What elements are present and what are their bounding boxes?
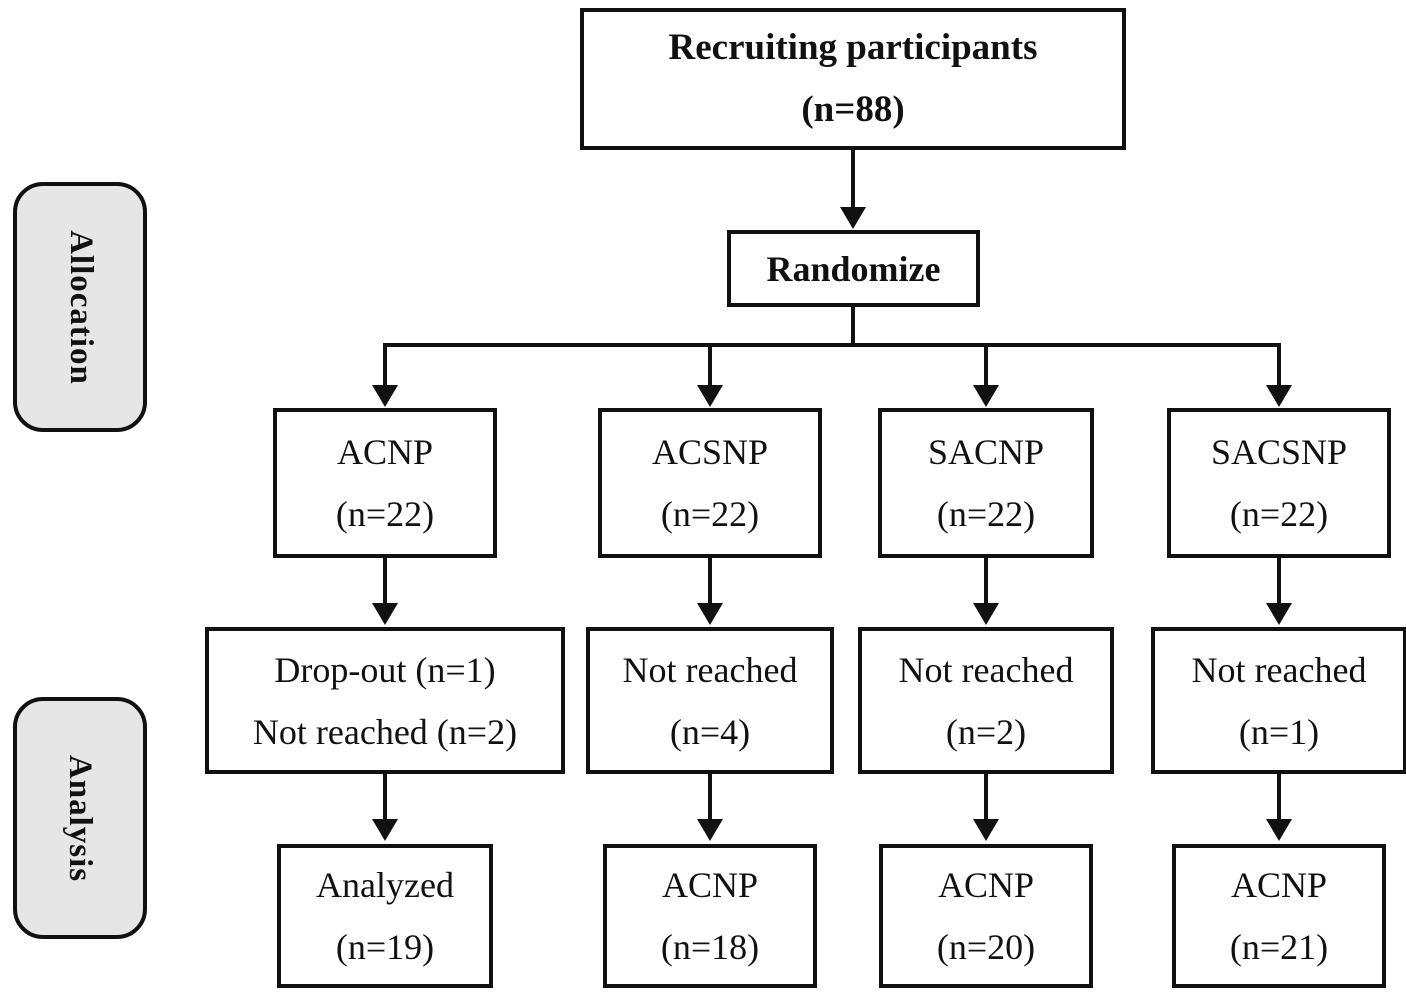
box-sacsnp-line2: (n=22) [1229, 494, 1329, 534]
box-acsnp-line1: ACSNP [651, 432, 769, 472]
box-exclusion-2: Not reached (n=4) [586, 627, 834, 774]
box-exclusion-1-line1: Drop-out (n=1) [274, 649, 496, 690]
arrowhead-randomize [840, 207, 866, 229]
box-sacnp-line1: SACNP [927, 432, 1045, 472]
box-sacnp-line2: (n=22) [936, 494, 1036, 534]
box-analyzed-2-line2: (n=18) [660, 927, 760, 967]
box-acsnp-allocated: ACSNP (n=22) [598, 408, 822, 558]
box-acsnp-line2: (n=22) [660, 494, 760, 534]
box-exclusion-2-line1: Not reached [622, 649, 798, 690]
box-analyzed-4: ACNP (n=21) [1172, 844, 1386, 988]
stage-label-allocation-text: Allocation [62, 229, 99, 385]
arrowhead-drop-3 [973, 385, 999, 407]
arrowhead-drop-1 [372, 385, 398, 407]
arrowhead-drop-4 [1266, 385, 1292, 407]
box-analyzed-4-line1: ACNP [1230, 865, 1328, 905]
box-exclusion-4: Not reached (n=1) [1151, 627, 1406, 774]
arrowhead-drop-2 [697, 385, 723, 407]
box-exclusion-4-line2: (n=1) [1238, 711, 1320, 752]
box-exclusion-3: Not reached (n=2) [858, 627, 1114, 774]
stage-label-allocation: Allocation [13, 182, 147, 432]
box-analyzed-1-line2: (n=19) [335, 927, 435, 967]
box-exclusion-1-line2: Not reached (n=2) [252, 711, 518, 752]
box-randomize: Randomize [727, 230, 980, 307]
box-sacsnp-allocated: SACSNP (n=22) [1167, 408, 1391, 558]
box-exclusion-3-line2: (n=2) [945, 711, 1027, 752]
stage-label-analysis: Analysis [13, 697, 147, 939]
box-analyzed-3: ACNP (n=20) [879, 844, 1093, 988]
box-analyzed-2-line1: ACNP [661, 865, 759, 905]
arrowhead-final-3 [973, 819, 999, 841]
box-recruiting-participants: Recruiting participants (n=88) [580, 8, 1126, 150]
box-analyzed-1: Analyzed (n=19) [277, 844, 493, 988]
box-analyzed-2: ACNP (n=18) [603, 844, 817, 988]
box-exclusion-2-line2: (n=4) [669, 711, 751, 752]
box-randomize-label: Randomize [766, 248, 941, 289]
arrowhead-final-1 [372, 819, 398, 841]
box-recruiting-line1: Recruiting participants [668, 27, 1038, 68]
box-exclusion-1: Drop-out (n=1) Not reached (n=2) [205, 627, 565, 774]
arrowhead-excl-3 [973, 603, 999, 625]
box-exclusion-3-line1: Not reached [898, 649, 1074, 690]
stage-label-analysis-text: Analysis [62, 754, 99, 882]
box-analyzed-3-line2: (n=20) [936, 927, 1036, 967]
arrowhead-excl-2 [697, 603, 723, 625]
box-acnp-line2: (n=22) [335, 494, 435, 534]
box-recruiting-line2: (n=88) [801, 89, 905, 130]
box-exclusion-4-line1: Not reached [1191, 649, 1367, 690]
box-analyzed-3-line1: ACNP [937, 865, 1035, 905]
box-sacsnp-line1: SACSNP [1210, 432, 1348, 472]
box-analyzed-1-line1: Analyzed [316, 865, 454, 905]
box-acnp-allocated: ACNP (n=22) [273, 408, 497, 558]
arrowhead-final-4 [1266, 819, 1292, 841]
arrowhead-final-2 [697, 819, 723, 841]
box-acnp-line1: ACNP [336, 432, 434, 472]
box-analyzed-4-line2: (n=21) [1229, 927, 1329, 967]
box-sacnp-allocated: SACNP (n=22) [878, 408, 1094, 558]
arrowhead-excl-4 [1266, 603, 1292, 625]
arrowhead-excl-1 [372, 603, 398, 625]
